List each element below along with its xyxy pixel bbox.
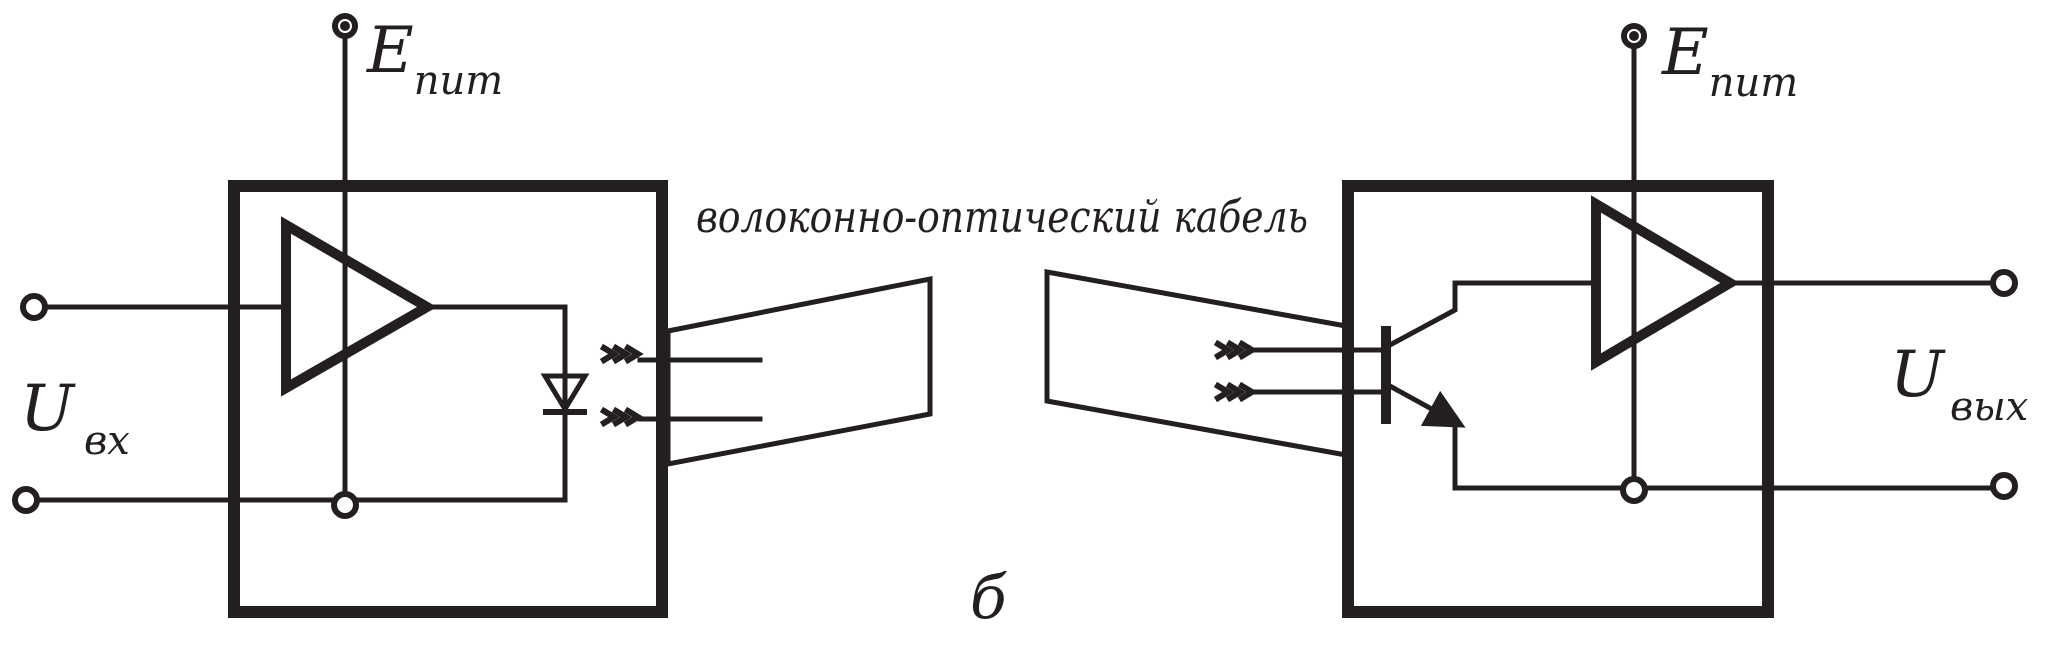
figure-letter: б [970, 563, 1007, 633]
rx-collector-wire [1384, 280, 1599, 350]
led-diode-icon [540, 373, 590, 415]
output-terminal-bottom [1990, 472, 2018, 500]
cable-label: волоконно-оптический кабель [696, 192, 1308, 243]
photodetector-light-arrows-icon [1213, 339, 1387, 403]
tx-amp-output-wire [424, 304, 568, 503]
receiver-module [1044, 23, 2018, 618]
rx-amplifier-triangle [1591, 195, 1740, 371]
transmitter-box [228, 180, 668, 618]
phototransistor-emitter [1384, 381, 1466, 428]
cable-connector-right [1044, 269, 1349, 458]
tx-amplifier-triangle [281, 216, 437, 397]
rx-supply-terminal-dot [1629, 31, 1639, 41]
input-terminal-top [20, 293, 48, 321]
cable-connector-left [665, 275, 933, 468]
transmitter-module [12, 13, 933, 618]
right-supply-label: Eпит [1661, 16, 1798, 106]
rx-ground-junction [1620, 476, 1648, 504]
led-emission-arrows-icon [599, 343, 763, 428]
tx-ground-junction [331, 491, 359, 519]
rx-emitter-ground-wire [1452, 415, 2007, 491]
output-terminal-top [1990, 269, 2018, 297]
tx-supply-terminal-dot [340, 21, 350, 31]
input-terminal-bottom [12, 486, 40, 514]
left-supply-label: Eпит [366, 14, 503, 104]
